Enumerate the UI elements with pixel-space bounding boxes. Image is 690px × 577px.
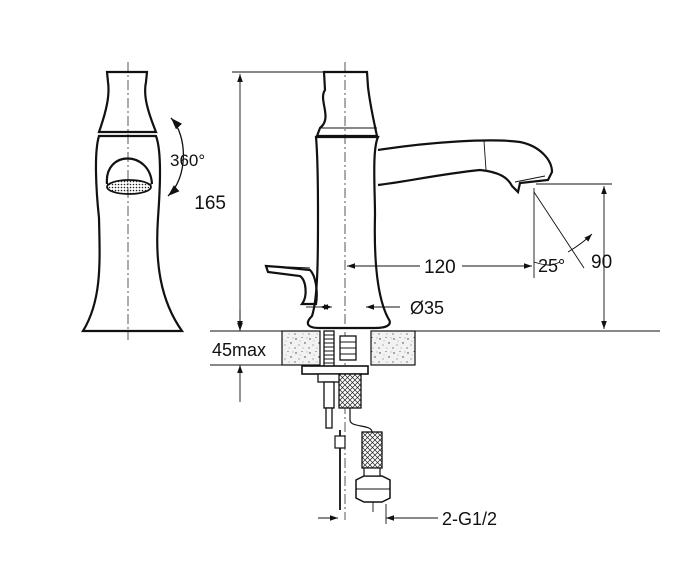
angle-dimension: 25° (538, 256, 565, 276)
rotation-arrow-icon (167, 117, 185, 197)
dimensions: 165 45max 120 25° 90 Ø35 2-G1/2 (194, 71, 612, 529)
fixings (301, 330, 391, 512)
height-dimension: 165 (194, 193, 226, 214)
counter-left (281, 330, 321, 366)
rotation-label: 360° (170, 151, 205, 170)
aerator-icon (106, 179, 152, 195)
mounting-plate (301, 365, 369, 375)
side-body (306, 135, 391, 330)
drain-lever (264, 264, 318, 306)
counter-right (370, 330, 416, 366)
side-spout (377, 139, 554, 195)
connection-dimension: 2-G1/2 (442, 509, 497, 529)
hose-1-line (349, 408, 373, 433)
counter-section (210, 330, 660, 366)
hose-1 (338, 373, 362, 409)
reach-dimension: 120 (424, 257, 456, 278)
front-view: 360° (81, 62, 205, 340)
deck-thickness-dimension: 45max (212, 340, 266, 360)
hose-2 (361, 431, 383, 469)
front-body (81, 134, 185, 333)
hole-diameter-dimension: Ø35 (410, 298, 444, 318)
front-handle (97, 70, 158, 134)
outlet-height-dimension: 90 (591, 252, 612, 273)
side-handle (315, 70, 379, 138)
front-spout (105, 157, 154, 185)
side-view (264, 62, 554, 520)
